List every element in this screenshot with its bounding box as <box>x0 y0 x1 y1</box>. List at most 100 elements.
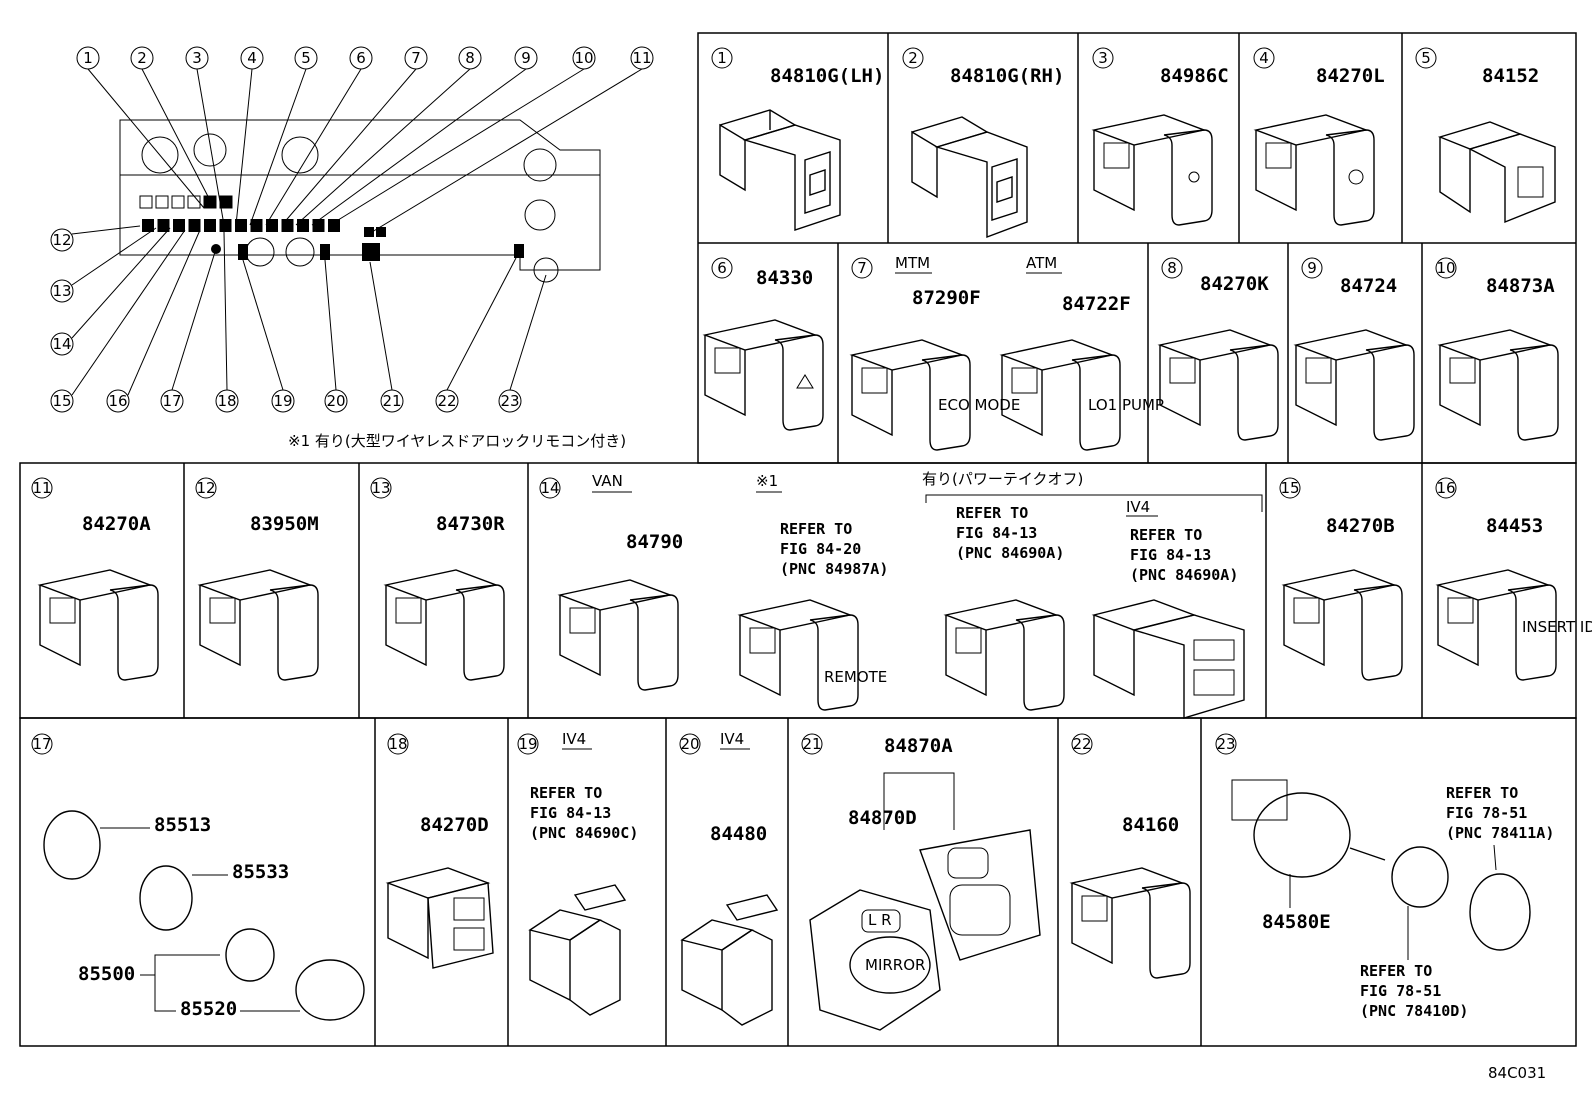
knob-icon <box>533 257 559 283</box>
cell-number: 20 <box>680 735 699 753</box>
switch-slot <box>250 219 263 232</box>
variant-label: ATM <box>1026 254 1057 272</box>
switch-button-icon <box>197 569 319 681</box>
switch-slot <box>188 219 201 232</box>
vent-icon <box>245 237 275 267</box>
switch-slot <box>328 219 340 232</box>
callout-circle <box>50 228 74 252</box>
cell-11: 11 84270A <box>31 477 159 681</box>
gauge-icon <box>281 136 319 174</box>
part-number: 84730R <box>436 513 505 535</box>
cell-21: 21 84870A 84870D MIRROR L R <box>801 733 1041 1031</box>
switch-slide-icon <box>1437 121 1556 224</box>
figure-code: 84C031 <box>1488 1064 1546 1082</box>
callout-number: 13 <box>52 282 71 300</box>
callout-circle <box>404 46 428 70</box>
part-number: 84873A <box>1486 275 1555 297</box>
cell-number: 21 <box>802 735 821 753</box>
part-number: 84870D <box>848 807 917 829</box>
callout-number: 23 <box>500 392 519 410</box>
reference-text: (PNC 78411A) <box>1446 824 1554 842</box>
callout-number: 14 <box>52 335 71 353</box>
callout-circle <box>130 46 154 70</box>
reference-text: (PNC 84987A) <box>780 560 888 578</box>
callout-circle <box>572 46 596 70</box>
callout-number: 19 <box>273 392 292 410</box>
leader-line <box>196 68 225 226</box>
part-number: 84270D <box>420 814 489 836</box>
cell-number: 6 <box>717 259 727 277</box>
callout-number: 9 <box>521 49 531 67</box>
callout-number: 4 <box>247 49 257 67</box>
switch-text: LO1 PUMP <box>1088 396 1164 414</box>
switch-slot <box>266 219 278 232</box>
switch-slot <box>155 195 169 209</box>
callout-number: 18 <box>217 392 236 410</box>
cell-number: 10 <box>1436 259 1455 277</box>
part-number: 84870A <box>884 735 953 757</box>
leader-line <box>223 231 228 391</box>
switch-slot <box>364 227 374 237</box>
callout-number: 5 <box>301 49 311 67</box>
switch-slot <box>142 219 154 232</box>
switch-button-icon <box>1437 329 1559 441</box>
callout-circle <box>160 389 184 413</box>
hazard-switch-icon <box>702 319 824 431</box>
part-number: 84724 <box>1340 275 1397 297</box>
cell-23: 23 84580E REFER TO FIG 78-51 (PNC 78411A… <box>1215 733 1554 1020</box>
reference-text: REFER TO <box>780 520 852 538</box>
reference-text: (PNC 84690A) <box>956 544 1064 562</box>
switch-button-icon: LO1 PUMP <box>999 339 1164 451</box>
reference-text: FIG 84-13 <box>530 804 611 822</box>
switch-slot <box>211 244 221 254</box>
callout-circle <box>50 389 74 413</box>
reference-text: FIG 84-20 <box>780 540 861 558</box>
reference-text: REFER TO <box>1360 962 1432 980</box>
part-number: 83950M <box>250 513 319 535</box>
leader-line <box>87 68 205 209</box>
callout-number: 3 <box>192 49 202 67</box>
switch-button-icon <box>1281 569 1403 681</box>
callout-circle <box>435 389 459 413</box>
part-number: 84270B <box>1326 515 1395 537</box>
cell-number: 14 <box>540 479 559 497</box>
cigarette-lighter-icon <box>43 810 365 1021</box>
leader-line <box>249 68 307 226</box>
callout-number: 16 <box>108 392 127 410</box>
reference-text: FIG 84-13 <box>956 524 1037 542</box>
switch-slot <box>204 219 216 232</box>
switch-button-icon <box>1253 114 1375 226</box>
vent-icon <box>523 148 557 182</box>
cell-18: 18 84270D <box>385 733 494 969</box>
switch-rocker-icon <box>719 109 841 231</box>
leader-line <box>71 229 186 396</box>
cell-19: 19 IV4 REFER TO FIG 84-13 (PNC 84690C) <box>517 730 638 1016</box>
cell-number: 5 <box>1421 49 1431 67</box>
part-number: 84810G(LH) <box>770 65 884 87</box>
switch-slot <box>238 244 248 260</box>
switch-text: L R <box>868 911 892 929</box>
cell-6: 6 84330 <box>702 257 824 431</box>
part-number: 84722F <box>1062 293 1131 315</box>
cell-9: 9 84724 <box>1293 257 1415 441</box>
switch-slot <box>362 243 380 261</box>
callout-circle <box>380 389 404 413</box>
cell-number: 17 <box>32 735 51 753</box>
cell-number: 13 <box>371 479 390 497</box>
leader-line <box>324 259 337 391</box>
callout-circle <box>630 46 654 70</box>
cell-10: 10 84873A <box>1435 257 1559 441</box>
callout-number: 1 <box>83 49 93 67</box>
callout-number: 6 <box>356 49 366 67</box>
leader-line <box>71 225 141 235</box>
part-number: 84580E <box>1262 911 1331 933</box>
callout-number: 11 <box>632 49 651 67</box>
leader-line <box>235 68 253 226</box>
reference-text: (PNC 84690C) <box>530 824 638 842</box>
part-number: 84453 <box>1486 515 1543 537</box>
callout-circle <box>106 389 130 413</box>
part-number: 84270A <box>82 513 151 535</box>
switch-slot <box>187 195 201 209</box>
part-number: 85500 <box>78 963 135 985</box>
